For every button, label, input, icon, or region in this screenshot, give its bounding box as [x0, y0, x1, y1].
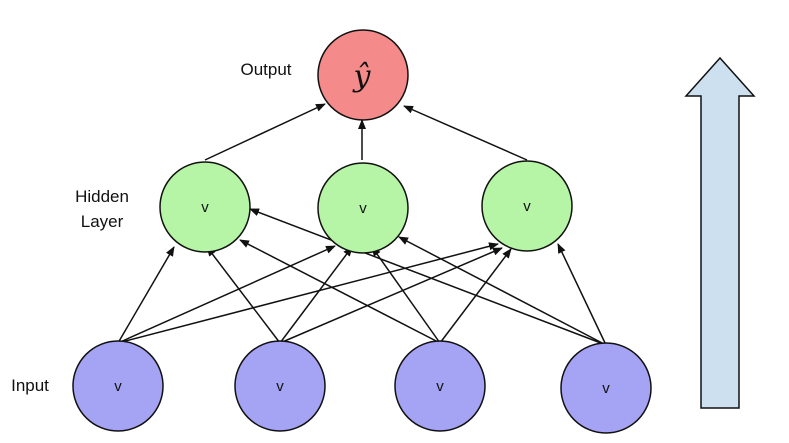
- input-node: v: [72, 340, 164, 432]
- edge: [117, 246, 175, 344]
- edge: [239, 239, 441, 344]
- hidden-node-label: v: [523, 198, 531, 215]
- edge: [279, 247, 503, 344]
- hidden-node: v: [317, 162, 409, 254]
- hidden-node: v: [481, 160, 573, 252]
- up-arrow-icon: [684, 56, 756, 409]
- hidden-layer-label-line1: Hidden: [75, 187, 129, 206]
- edge: [398, 236, 607, 346]
- hidden-output-connections: [204, 103, 528, 161]
- edge: [206, 246, 281, 344]
- output-node: ŷ: [317, 29, 409, 121]
- edge: [279, 246, 353, 344]
- edge: [439, 248, 512, 344]
- input-node-label: v: [436, 378, 444, 395]
- input-hidden-connections: [117, 208, 607, 346]
- input-node: v: [560, 342, 652, 434]
- input-node: v: [394, 340, 486, 432]
- input-node-label: v: [114, 378, 122, 395]
- edge: [204, 103, 326, 161]
- input-node: v: [234, 340, 326, 432]
- edge: [371, 246, 441, 344]
- output-label: Output: [240, 60, 291, 79]
- edge: [249, 208, 607, 346]
- edge: [117, 245, 336, 344]
- edge: [403, 105, 528, 161]
- input-label: Input: [11, 376, 49, 395]
- edge: [557, 243, 607, 346]
- output-node-label: ŷ: [352, 59, 372, 94]
- input-node-label: v: [276, 378, 284, 395]
- hidden-node-label: v: [201, 199, 209, 216]
- input-node-label: v: [602, 380, 610, 397]
- hidden-layer-label-line2: Layer: [81, 212, 124, 231]
- hidden-node-label: v: [359, 200, 367, 217]
- edge: [117, 242, 499, 344]
- hidden-node: v: [159, 161, 251, 253]
